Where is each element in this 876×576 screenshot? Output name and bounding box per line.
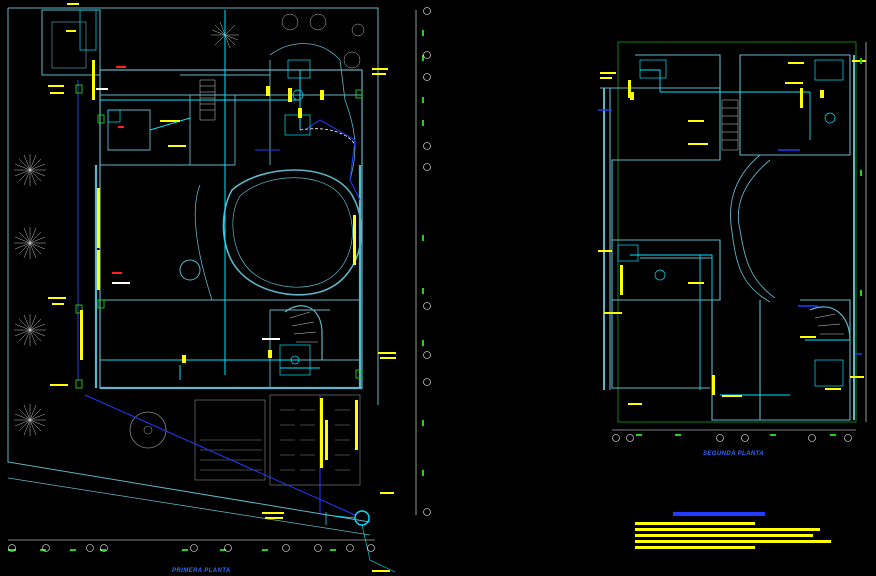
second-floor-drain [598,109,862,355]
second-floor-boundary [617,41,857,423]
interior-walls [99,60,362,388]
stair-icon [199,79,323,360]
curved-corridor [730,154,776,303]
second-floor-walls [600,54,851,421]
second-floor-thick [603,55,855,420]
parking-grid [194,394,361,486]
house-outline [99,69,363,389]
dashed-drain [299,128,356,146]
pool-outer [222,169,363,296]
fixture-icon [617,59,844,387]
stair-icon [721,99,851,341]
fixture-icon [79,9,311,376]
first-floor-title: PRIMERA PLANTA [172,568,231,574]
manhole [354,510,370,526]
fountain [129,411,167,449]
axis-bubble-icon [612,42,867,442]
white-labels [96,88,280,340]
thick-walls [94,165,362,390]
lot-boundary [7,7,379,523]
tree-icon [14,13,365,436]
street-line [7,477,371,536]
second-floor-plan: SEGUNDA PLANTA [598,41,867,457]
pool-inner [232,177,353,288]
second-floor-green [636,58,862,436]
second-floor-tags [598,60,866,405]
second-floor-water [630,69,850,396]
front-wing [41,9,101,76]
notes-legend [635,512,831,549]
red-marks [112,66,126,274]
first-floor-plan: PRIMERA PLANTA [7,3,431,574]
curved-path [194,43,356,301]
axis-bubble-icon [8,7,431,552]
green-markers [75,84,363,389]
water-supply-line [100,10,320,380]
second-floor-title: SEGUNDA PLANTA [703,451,764,457]
round-planter [179,259,201,281]
yellow-tags [48,3,396,572]
